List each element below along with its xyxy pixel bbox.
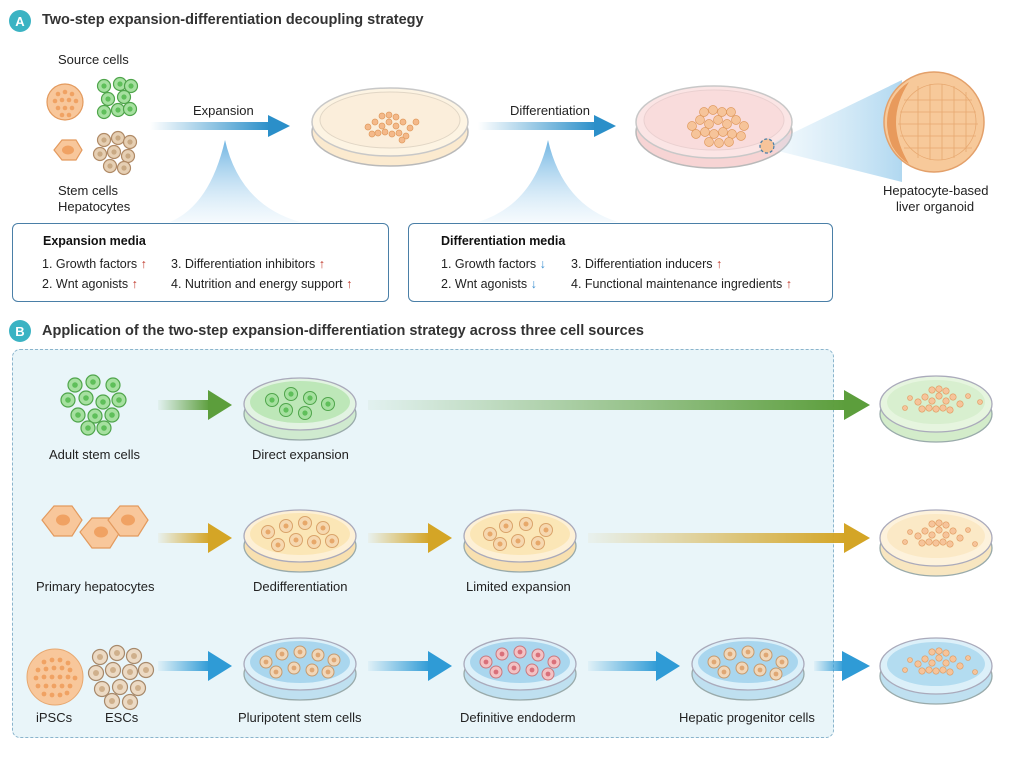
organoid-label-line2: liver organoid [896,199,975,214]
organoid-dish-gold [879,509,993,577]
gold-arrow-long [588,523,870,553]
expansion-media-item-4: 4. Nutrition and energy support ↑ [171,277,353,291]
escs-label: ESCs [105,710,139,725]
expansion-arrow [150,115,300,222]
adult-stem-cells-label: Adult stem cells [49,447,141,462]
up-arrow-icon: ↑ [785,277,792,291]
gold-arrow-1 [158,523,232,553]
differentiation-arrow [478,115,618,222]
primary-hepatocytes-label: Primary hepatocytes [36,579,155,594]
expansion-dish-illustration [311,87,469,167]
up-arrow-icon: ↑ [716,257,723,271]
ipscs-label: iPSCs [36,710,73,725]
definitive-endoderm-dish [463,637,577,701]
dedifferentiation-dish [243,509,357,573]
expansion-media-item-3: 3. Differentiation inhibitors ↑ [171,257,326,271]
up-arrow-icon: ↑ [131,277,138,291]
expansion-media-item-1: 1. Growth factors ↑ [42,257,147,271]
limited-expansion-label: Limited expansion [466,579,571,594]
dedifferentiation-label: Dedifferentiation [253,579,348,594]
organoid-label-line1: Hepatocyte-based [883,183,989,198]
blue-arrow-4 [814,651,870,681]
differentiation-media-item-2: 2. Wnt agonists ↓ [441,277,537,291]
panel-a-title: Two-step expansion-differentiation decou… [42,12,424,28]
adult-stem-cells-icon [60,374,127,436]
green-arrow-long [368,390,870,420]
pluripotent-stem-cells-label: Pluripotent stem cells [238,710,362,725]
direct-expansion-dish [243,377,357,441]
differentiation-media-title: Differentiation media [441,234,566,248]
source-cells-label: Source cells [58,52,129,67]
expansion-label: Expansion [193,103,254,118]
direct-expansion-label: Direct expansion [252,447,349,462]
up-arrow-icon: ↑ [140,257,147,271]
green-arrow-1 [158,390,232,420]
tan-cells-icon [92,130,138,176]
organoid-dish-blue [879,637,993,705]
hepatic-progenitor-dish [691,637,805,701]
hepatocytes-label: Hepatocytes [58,199,131,214]
stem-cells-label: Stem cells [58,183,118,198]
primary-hepatocytes-icon [41,505,149,549]
differentiation-label: Differentiation [510,103,590,118]
panel-a-badge: A [9,10,31,32]
expansion-media-box: Expansion media 1. Growth factors ↑ 2. W… [12,223,389,302]
definitive-endoderm-label: Definitive endoderm [460,710,576,725]
organoid-dish-green [879,375,993,443]
gold-arrow-2 [368,523,452,553]
limited-expansion-dish [463,509,577,573]
expansion-media-item-2: 2. Wnt agonists ↑ [42,277,138,291]
source-cells-illustration [46,76,139,176]
differentiation-media-item-4: 4. Functional maintenance ingredients ↑ [571,277,792,291]
stem-cell-cluster-icon [46,83,84,121]
differentiation-media-item-1: 1. Growth factors ↓ [441,257,546,271]
green-cells-icon [96,76,139,120]
hepatocyte-icon [53,139,83,161]
differentiation-media-box: Differentiation media 1. Growth factors … [408,223,833,302]
panel-b-title: Application of the two-step expansion-di… [42,323,644,339]
panel-b-flow-illustration [26,374,993,711]
ipscs-icon [26,648,84,706]
panel-b-badge: B [9,320,31,342]
expansion-media-title: Expansion media [43,234,146,248]
up-arrow-icon: ↑ [318,257,326,271]
differentiation-dish-illustration [635,71,985,182]
escs-icon [87,644,155,711]
pluripotent-dish [243,637,357,701]
differentiation-media-item-3: 3. Differentiation inducers ↑ [571,257,723,271]
down-arrow-icon: ↓ [539,257,546,271]
blue-arrow-1 [158,651,232,681]
up-arrow-icon: ↑ [346,277,353,291]
hepatic-progenitor-cells-label: Hepatic progenitor cells [679,710,815,725]
down-arrow-icon: ↓ [530,277,537,291]
blue-arrow-2 [368,651,452,681]
blue-arrow-3 [588,651,680,681]
organoid-icon [883,71,985,173]
